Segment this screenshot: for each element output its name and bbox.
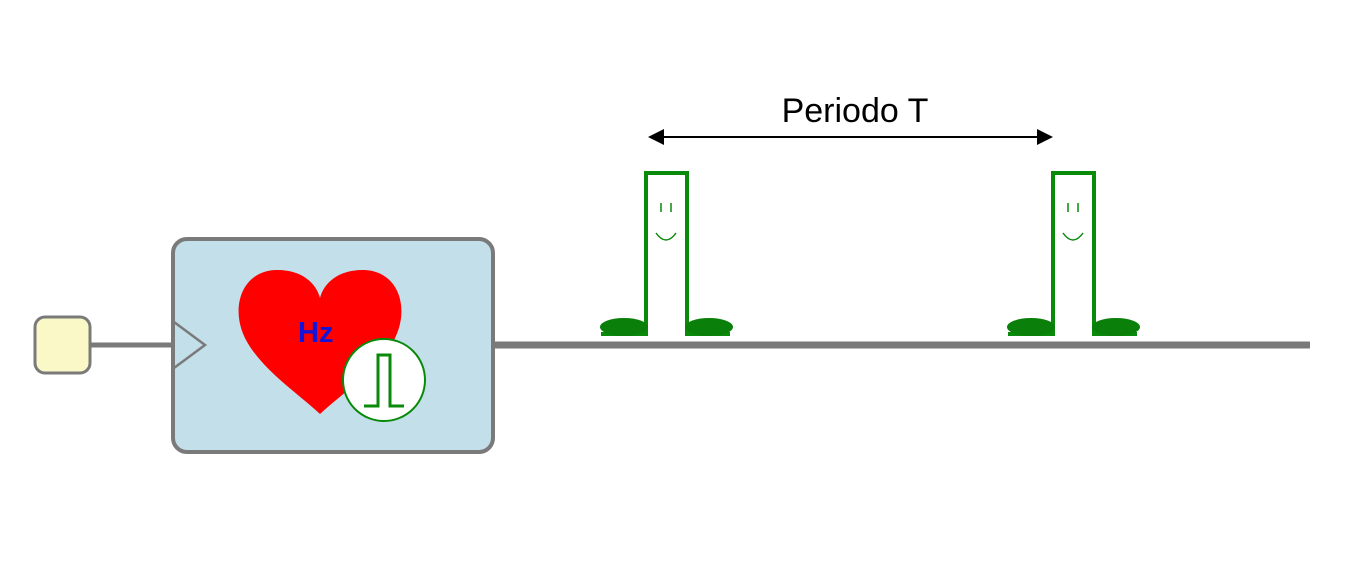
clock-input-triangle-icon <box>173 320 208 370</box>
unit-label: Hz <box>298 317 334 349</box>
period-label: Periodo T <box>781 92 929 130</box>
pulse-icon <box>342 338 426 422</box>
input-square-icon <box>33 315 92 375</box>
generator-block <box>171 237 495 454</box>
smiling-pulse-icon <box>1007 171 1140 336</box>
double-arrow-icon <box>648 129 1053 145</box>
smiling-pulse-icon <box>600 171 733 336</box>
